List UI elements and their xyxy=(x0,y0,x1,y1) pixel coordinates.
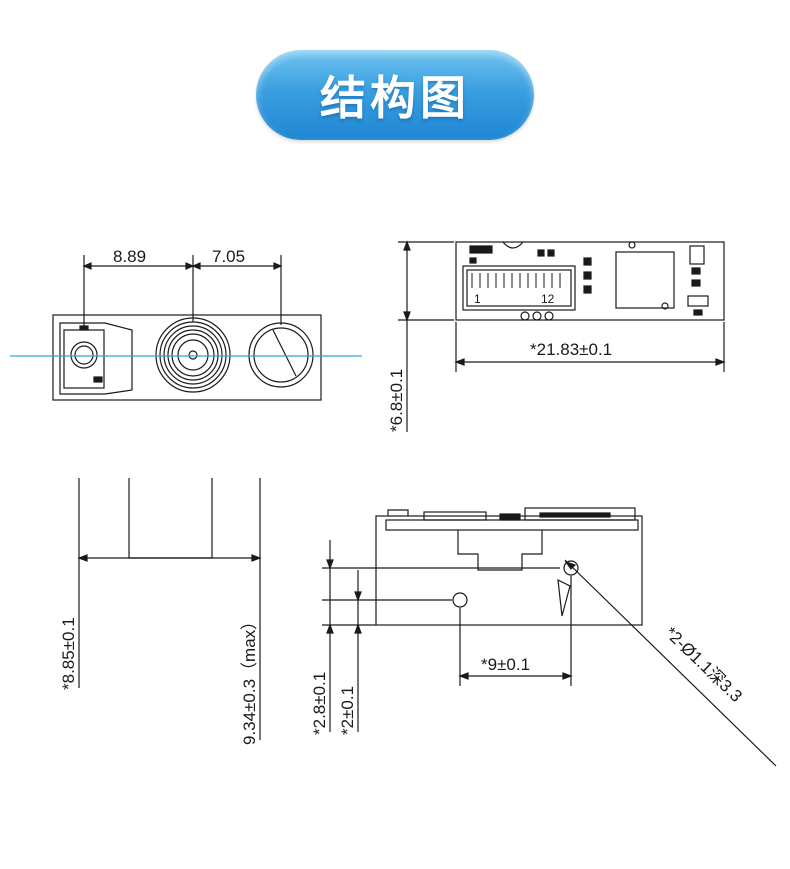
top-height-label: *6.8±0.1 xyxy=(387,369,406,432)
front-dim-right: 7.05 xyxy=(212,247,245,266)
pin-first-label: 1 xyxy=(474,292,481,306)
top-width-label: *21.83±0.1 xyxy=(530,340,612,359)
page-title: 结构图 xyxy=(320,71,470,125)
title-banner: 结构图 xyxy=(256,50,534,140)
side-view xyxy=(77,478,262,740)
hole-callout-label: *2-Ø1.1深3.3 xyxy=(661,623,746,706)
bottom-view xyxy=(322,507,777,767)
front-dim-left: 8.89 xyxy=(113,247,146,266)
side-max-label: 9.34±0.3（max） xyxy=(240,613,259,745)
front-view xyxy=(52,255,322,401)
side-depth-label: *8.85±0.1 xyxy=(59,617,78,690)
hole-spacing-label: *9±0.1 xyxy=(481,655,530,674)
pin-last-label: 12 xyxy=(541,292,555,306)
hole-height-upper-label: *2.8±0.1 xyxy=(310,672,329,735)
hole-height-lower-label: *2±0.1 xyxy=(338,686,357,735)
top-view xyxy=(398,240,726,432)
